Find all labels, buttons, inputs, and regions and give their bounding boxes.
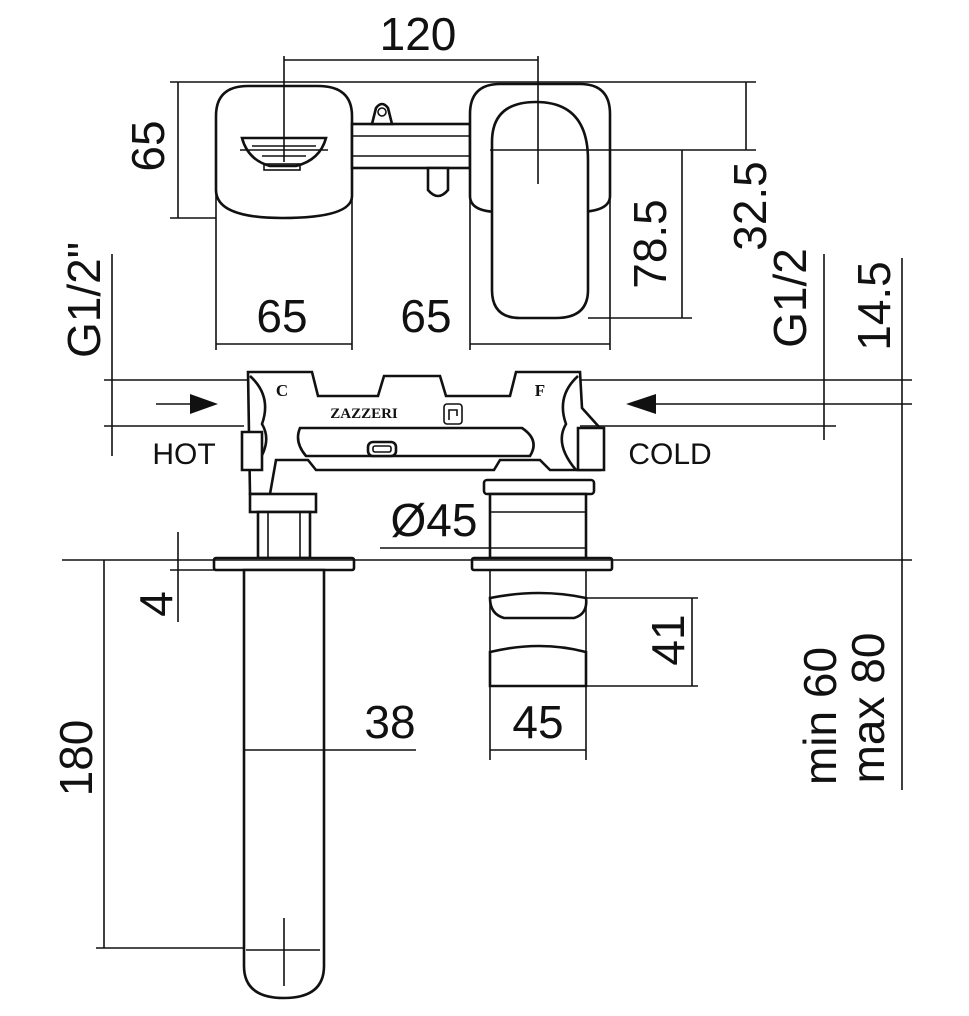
top-view: 120 65 32.5 78.5 65 65 [122, 8, 776, 350]
spout [242, 568, 326, 1000]
top-connecting-bar [350, 122, 472, 170]
front-handle [488, 591, 588, 620]
hot-mark: C [276, 381, 288, 400]
dim-120: 120 [380, 8, 457, 60]
dim-diameter-45: Ø45 [391, 494, 478, 546]
thread-right: G1/2 [764, 248, 816, 348]
cold-label: COLD [628, 438, 711, 471]
dim-65-left: 65 [256, 290, 307, 342]
top-handle [490, 100, 590, 320]
front-valve-body [246, 370, 602, 496]
dim-41: 41 [642, 614, 694, 665]
dim-78-5: 78.5 [624, 199, 676, 289]
dim-32-5: 32.5 [724, 161, 776, 251]
cold-mark: F [535, 381, 545, 400]
dim-4: 4 [130, 591, 182, 617]
dim-45: 45 [512, 696, 563, 748]
hot-label: HOT [152, 438, 215, 471]
front-view: ZAZZERI C F [62, 370, 912, 1000]
dim-max-80: max 80 [842, 633, 894, 784]
right-wall-plate [470, 556, 614, 572]
dim-min-60: min 60 [794, 647, 846, 785]
dim-180: 180 [50, 720, 102, 797]
front-dimensions: G1/2" HOT COLD G1/2 14.5 Ø45 4 180 38 [50, 242, 912, 949]
brand-stamp: ZAZZERI [330, 406, 398, 422]
dim-14-5: 14.5 [848, 261, 900, 351]
dim-65-vertical: 65 [122, 120, 174, 171]
dim-38: 38 [364, 696, 415, 748]
dim-65-right: 65 [400, 290, 451, 342]
thread-left: G1/2" [58, 242, 110, 358]
